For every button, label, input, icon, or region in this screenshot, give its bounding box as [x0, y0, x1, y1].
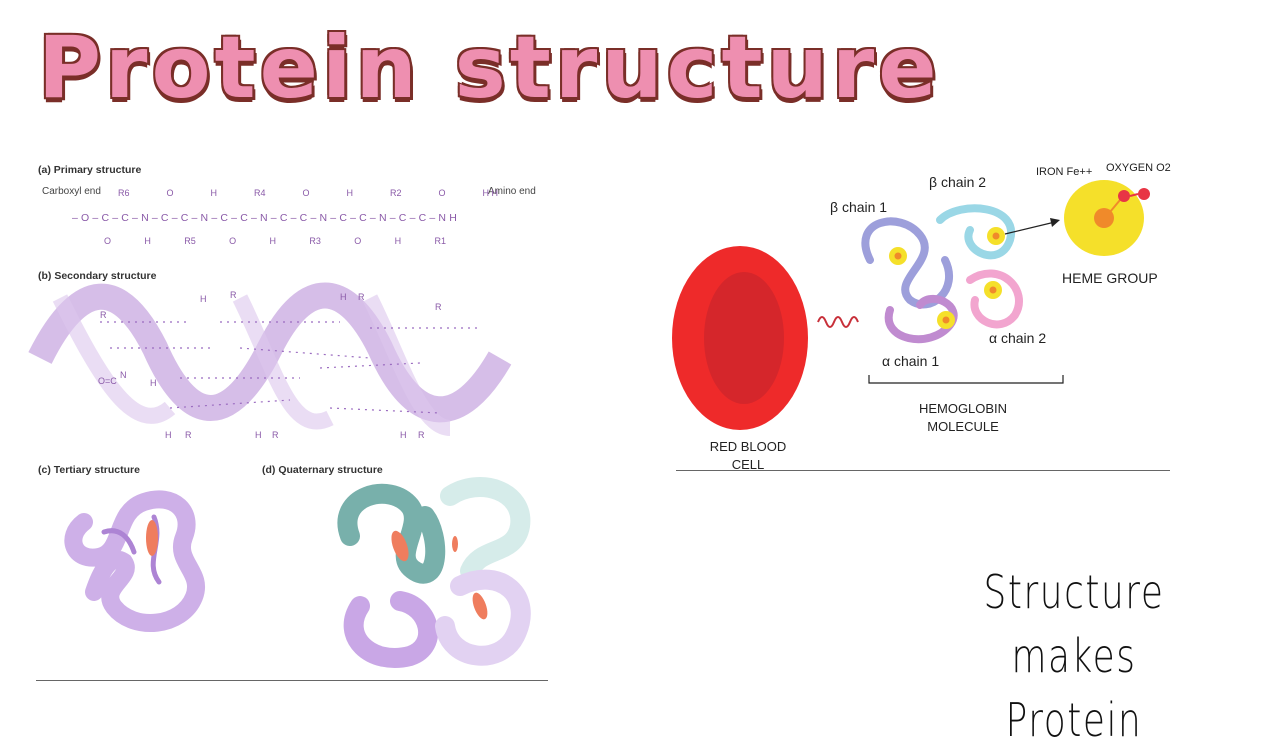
- chain-atom: H: [346, 188, 353, 198]
- left-divider: [36, 680, 548, 681]
- oxygen-atom: [1138, 188, 1150, 200]
- heme-disc: [391, 530, 409, 562]
- svg-text:H: H: [255, 430, 262, 440]
- carboxyl-end-label: Carboxyl end: [42, 186, 101, 197]
- subunit-lilac-2: [435, 569, 531, 666]
- red-blood-cell-caption: RED BLOOD CELL: [688, 438, 808, 474]
- svg-text:R: R: [358, 292, 365, 302]
- amino-end-label: Amino end: [488, 186, 536, 197]
- page-title: Protein structure: [38, 18, 941, 118]
- iron-label: IRON Fe++: [1036, 166, 1093, 178]
- tagline-line-1: Structure makes: [983, 565, 1165, 683]
- heme-group-label: HEME GROUP: [1062, 270, 1158, 286]
- chain-atom: H: [269, 236, 276, 246]
- beta-chain-1-label: β chain 1: [830, 199, 888, 215]
- chain-atom: H: [210, 188, 218, 198]
- caption-line: MOLECULE: [927, 419, 999, 434]
- oxygen-atom: [1118, 190, 1130, 202]
- primary-structure-label: (a) Primary structure: [38, 164, 142, 176]
- heme-group-diagram: [1064, 180, 1150, 256]
- chain-atom: R3: [309, 236, 321, 246]
- chain-atom: O: [166, 188, 174, 198]
- beta-chain-2-label: β chain 2: [929, 174, 987, 190]
- chain-atom: R6: [118, 188, 130, 198]
- helix-ribbon-back: [52, 294, 452, 436]
- svg-text:R: R: [418, 430, 425, 440]
- svg-text:O=C: O=C: [98, 376, 117, 386]
- chain-atom: H H: [482, 188, 498, 198]
- chain-atom: R2: [389, 188, 402, 198]
- chain-atom: H: [144, 236, 151, 246]
- svg-text:H: H: [200, 294, 207, 304]
- svg-text:H: H: [165, 430, 172, 440]
- molecule-bracket: [868, 375, 1064, 384]
- right-divider: [676, 470, 1170, 471]
- svg-text:H: H: [150, 378, 157, 388]
- svg-text:R: R: [272, 430, 279, 440]
- svg-text:R: R: [185, 430, 192, 440]
- chain-atom: O: [229, 236, 237, 246]
- hydrogen-bonds: [100, 321, 480, 414]
- beta-chain-2-ribbon: [936, 204, 1016, 260]
- quaternary-structure-diagram: [337, 477, 531, 668]
- chain-atom: H: [394, 236, 402, 246]
- primary-bottom-row: O H R5 O H R3 O H R1: [104, 236, 446, 246]
- caption-line: HEMOGLOBIN: [918, 401, 1008, 416]
- chain-atom: R5: [184, 236, 196, 246]
- heme-disc: [146, 520, 158, 556]
- chain-atom: R1: [434, 236, 446, 246]
- rbc-squiggle: [817, 316, 859, 328]
- chain-atom: O: [302, 188, 310, 198]
- svg-text:R: R: [100, 310, 107, 320]
- tertiary-fold: [64, 490, 205, 632]
- beta-chain-1-ribbon: [861, 217, 954, 309]
- chain-atom: O: [104, 236, 112, 246]
- quaternary-structure-label: (d) Quaternary structure: [262, 464, 383, 476]
- svg-text:R: R: [435, 302, 442, 312]
- svg-text:H: H: [340, 292, 347, 302]
- chain-atom: R4: [253, 188, 266, 198]
- secondary-structure-label: (b) Secondary structure: [38, 270, 157, 282]
- red-blood-cell: [672, 246, 859, 430]
- caption-line: RED BLOOD: [709, 439, 787, 454]
- chain-atom: O: [438, 188, 446, 198]
- hemoglobin-molecule-caption: HEMOGLOBIN MOLECULE: [888, 400, 1038, 436]
- hemoglobin-molecule: [861, 204, 1060, 344]
- svg-text:H: H: [400, 430, 407, 440]
- tertiary-structure-label: (c) Tertiary structure: [38, 464, 140, 476]
- pointer-line: [1004, 221, 1056, 235]
- svg-text:N: N: [120, 370, 127, 380]
- subunit-pale: [440, 477, 531, 581]
- subunit-lilac-1: [343, 591, 438, 668]
- alpha-chain-2-ribbon: [966, 269, 1023, 329]
- svg-text:R: R: [230, 290, 237, 300]
- tertiary-structure-diagram: [64, 490, 205, 632]
- primary-backbone: –O–C–C–N–C–C–N–C–C–N–C–C–N–C–C–N–C–C–NH: [72, 212, 460, 224]
- primary-top-row: R6 O H R4 O H R2 O H H: [118, 188, 498, 198]
- heme-disc: [472, 592, 488, 620]
- heme-disc: [452, 536, 458, 552]
- alpha-chain-1-label: α chain 1: [882, 353, 940, 369]
- oxygen-label: OXYGEN O2: [1106, 162, 1171, 174]
- tagline-line-2: Protein: [1005, 693, 1143, 747]
- caption-line: CELL: [731, 457, 765, 472]
- subunit-teal: [337, 483, 446, 584]
- tagline: Structure makes Protein: [941, 560, 1206, 752]
- alpha-chain-2-label: α chain 2: [989, 330, 1047, 346]
- chain-atom: O: [354, 236, 362, 246]
